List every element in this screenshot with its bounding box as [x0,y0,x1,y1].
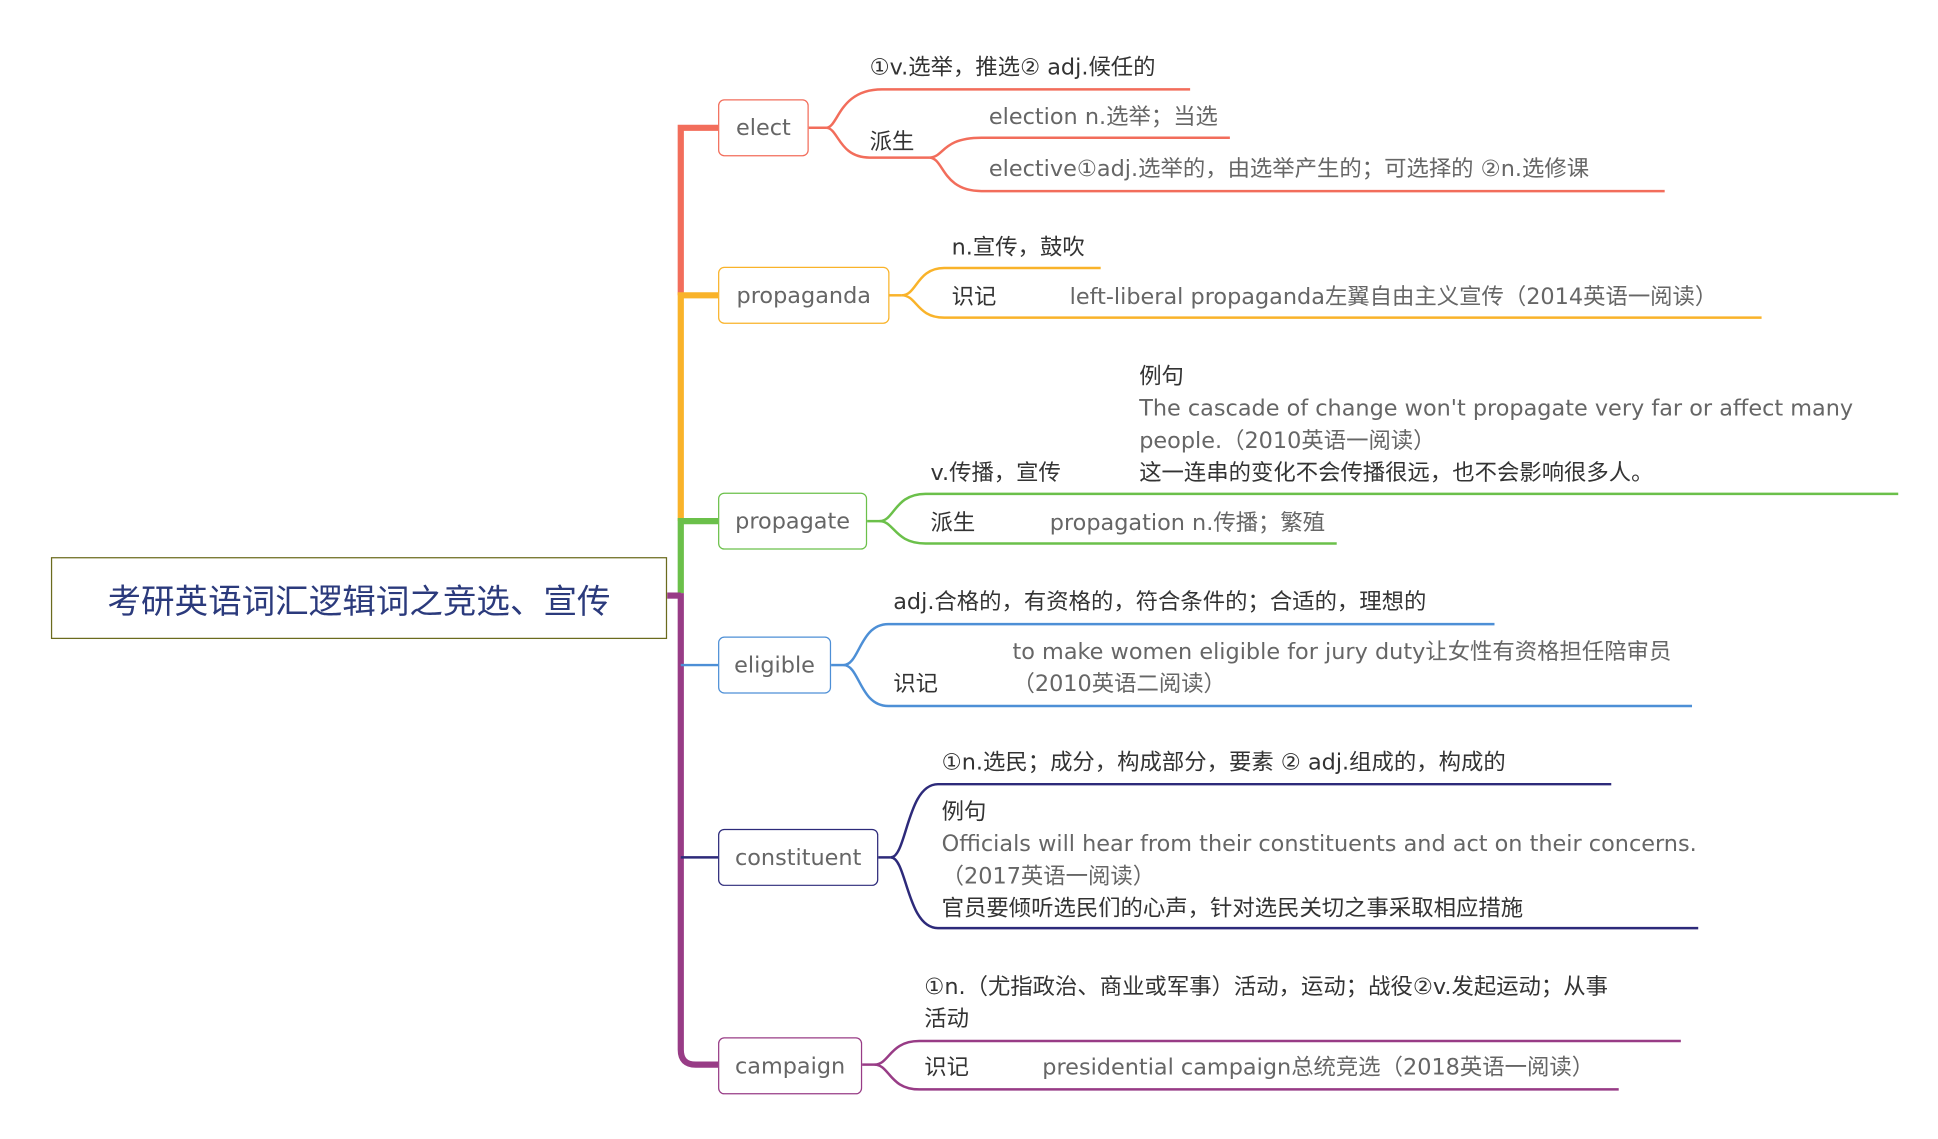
elect-derived-2: elective①adj.选举的，由选举产生的；可选择的 ②n.选修课 [988,156,1590,183]
trunk-lower [677,593,719,1068]
elect-meaning: ①v.选举，推选② adj.候任的 [869,54,1156,81]
topic-eligible-label: eligible [734,652,815,679]
topic-constituent[interactable]: constituent [718,828,879,886]
root-title: 考研英语词汇逻辑词之竞选、宣传 [107,582,611,622]
campaign-meaning-2: 活动 [924,1006,969,1033]
eligible-memo-label: 识记 [893,671,938,698]
eligible-memo-2: （2010英语二阅读） [1012,671,1226,698]
propaganda-meaning: n.宣传，鼓吹 [951,234,1085,261]
trunk-propaganda [677,292,719,522]
propagate-example-label: 例句 [1139,363,1184,390]
topic-propaganda-label: propaganda [736,282,871,309]
trunk-elect [677,124,719,296]
topic-propagate-label: propagate [735,508,851,535]
constituent-example-cn: 官员要倾听选民们的心声，针对选民关切之事采取相应措施 [941,895,1524,922]
propagate-derived: propagation n.传播；繁殖 [1049,509,1326,537]
topic-propaganda[interactable]: propaganda [718,266,890,324]
topic-campaign-label: campaign [734,1052,846,1079]
campaign-memo-label: 识记 [924,1054,969,1081]
topic-campaign[interactable]: campaign [718,1037,863,1095]
constituent-meaning: ①n.选民；成分，构成部分，要素 ② adj.组成的，构成的 [941,749,1506,776]
campaign-memo: presidential campaign总统竞选（2018英语一阅读） [1042,1054,1595,1081]
eligible-meaning: adj.合格的，有资格的，符合条件的；合适的，理想的 [893,589,1427,616]
trunk-propagate [677,518,719,594]
root-topic[interactable]: 考研英语词汇逻辑词之竞选、宣传 [50,557,668,640]
propaganda-memo: left-liberal propaganda左翼自由主义宣传（2014英语一阅… [1069,284,1718,311]
topic-constituent-label: constituent [734,844,862,871]
propagate-example-en-1: The cascade of change won't propagate ve… [1139,395,1854,422]
campaign-meaning-1: ①n.（尤指政治、商业或军事）活动，运动；战役②v.发起运动；从事 [924,974,1609,1001]
topic-elect-label: elect [735,114,791,141]
propagate-derived-label: 派生 [930,509,976,537]
constituent-example-en-2: （2017英语一阅读） [941,863,1156,890]
topic-eligible[interactable]: eligible [718,636,832,694]
eligible-memo-1: to make women eligible for jury duty让女性有… [1012,639,1672,666]
elect-derived-1: election n.选举；当选 [988,104,1218,131]
propagate-meaning: v.传播，宣传 [930,460,1061,487]
propagate-example-cn: 这一连串的变化不会传播很远，也不会影响很多人。 [1139,460,1654,487]
elect-derived-label: 派生 [869,129,915,156]
constituent-example-label: 例句 [941,799,987,826]
propaganda-memo-label: 识记 [951,284,997,311]
topic-elect[interactable]: elect [718,99,809,157]
propagate-example-en-2: people.（2010英语一阅读） [1139,428,1436,455]
topic-propagate[interactable]: propagate [718,492,868,550]
constituent-example-en-1: Officials will hear from their constitue… [941,831,1697,858]
